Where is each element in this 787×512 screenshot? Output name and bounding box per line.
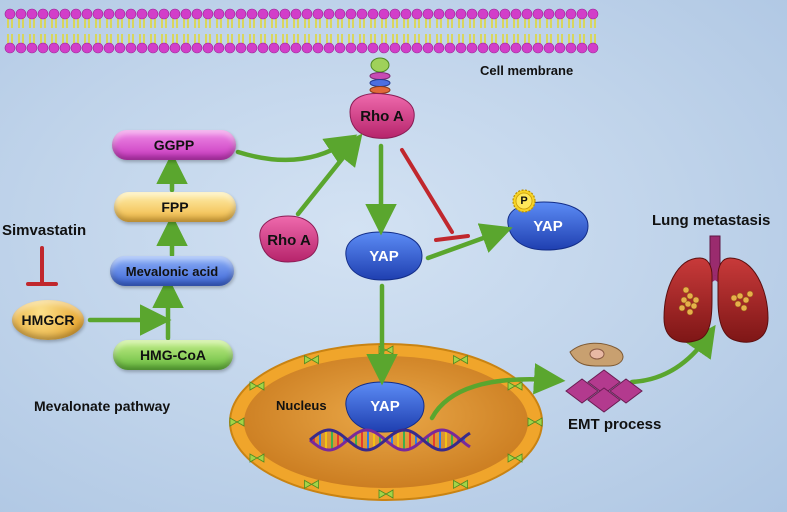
rho-a-left-label: Rho A <box>267 231 311 249</box>
lung-metastasis-label: Lung metastasis <box>652 212 771 229</box>
arrow-ggpp-to-rho-a <box>235 134 358 166</box>
inhibition-marks <box>26 148 470 286</box>
yap-phospho-label: YAP <box>533 217 563 235</box>
activation-arrows <box>87 133 716 421</box>
node-hmgcr-label: HMGCR <box>21 312 75 328</box>
phospho-mark-label: P <box>520 195 528 207</box>
node-mevalonic-acid: Mevalonic acid <box>110 256 234 286</box>
membrane-receptor-icon <box>369 57 391 94</box>
yap-center-label: YAP <box>369 247 399 265</box>
dna-helix-icon <box>309 428 471 452</box>
rho-a-top-label: Rho A <box>360 107 404 125</box>
arrow-emt-to-lung <box>629 324 716 385</box>
arrow-nucleus-to-emt <box>429 363 566 421</box>
node-mevalonic-acid-label: Mevalonic acid <box>125 263 219 279</box>
node-hmgcr: HMGCR <box>12 300 84 340</box>
node-fpp: FPP <box>114 192 236 222</box>
arrow-yap-to-phospho <box>425 223 513 261</box>
node-hmg-coa: HMG-CoA <box>113 340 233 370</box>
yap-center-shape <box>345 231 423 281</box>
cell-membrane-label: Cell membrane <box>480 63 574 78</box>
lungs-icon <box>663 235 769 343</box>
emt-cell-icon <box>569 342 624 367</box>
rho-a-top-shape <box>349 93 415 139</box>
emt-process-label: EMT process <box>568 416 662 433</box>
node-hmg-coa-label: HMG-CoA <box>139 347 207 363</box>
nucleus-label: Nucleus <box>276 398 327 413</box>
inhibit-rho-a-yap <box>400 148 454 234</box>
node-fpp-label: FPP <box>161 199 189 215</box>
emt-diamonds-icon <box>565 369 643 413</box>
node-ggpp-label: GGPP <box>153 137 195 153</box>
mevalonate-pathway-label: Mevalonate pathway <box>34 398 171 414</box>
node-ggpp: GGPP <box>112 130 236 160</box>
yap-nucleus-label: YAP <box>370 397 400 415</box>
arrow-rho-a-left-to-top <box>295 133 363 217</box>
phosphate-icon <box>512 189 536 213</box>
cell-membrane <box>4 8 599 54</box>
rho-a-left-shape <box>259 215 319 263</box>
simvastatin-label: Simvastatin <box>2 222 87 239</box>
